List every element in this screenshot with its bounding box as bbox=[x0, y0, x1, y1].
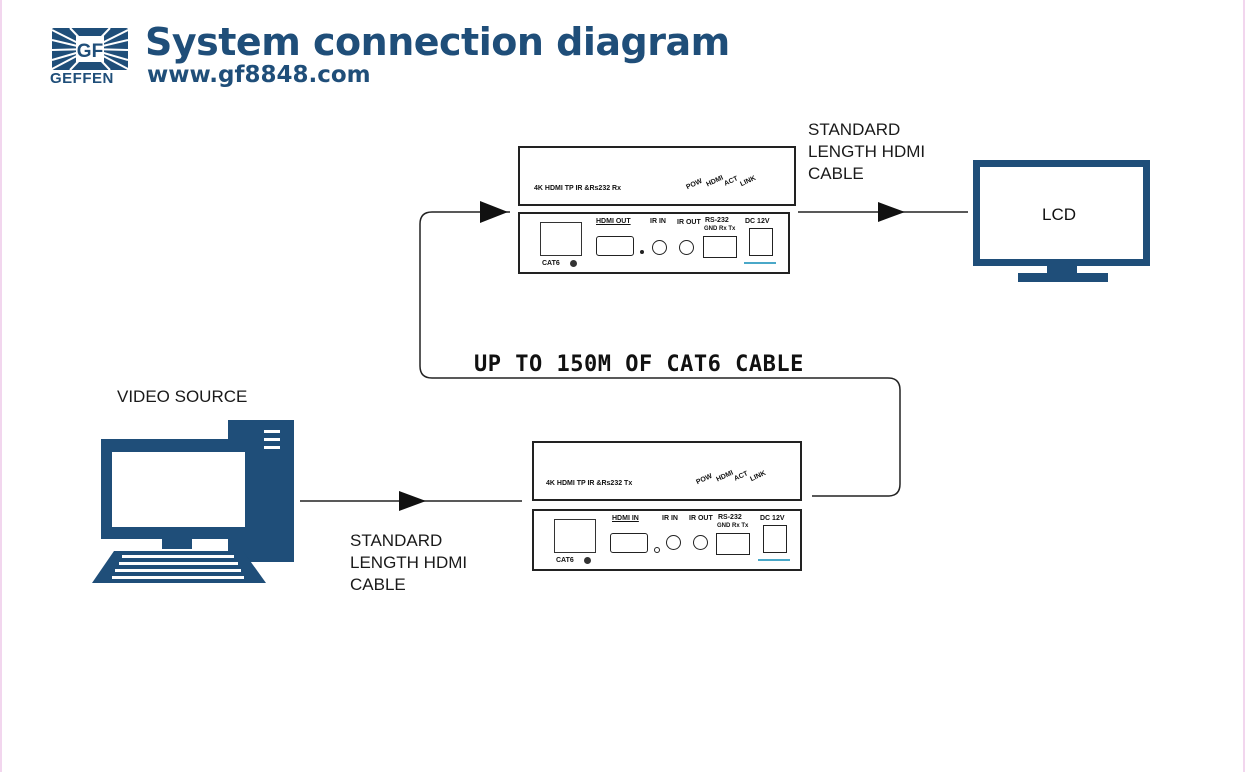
transmitter-hdmi-label: HDMI IN bbox=[612, 515, 639, 522]
receiver-hdmi-label: HDMI OUT bbox=[596, 218, 631, 225]
receiver-dc-label: DC 12V bbox=[745, 218, 770, 225]
receiver-ir-in-label: IR IN bbox=[650, 218, 666, 225]
transmitter-cat6-led bbox=[584, 557, 591, 564]
transmitter-dc-polarity-icon bbox=[758, 559, 790, 561]
receiver-led-hdmi: HDMI bbox=[705, 174, 725, 189]
receiver-ir-sensor bbox=[640, 250, 644, 254]
receiver-rs232-label: RS-232 bbox=[705, 217, 729, 224]
transmitter-front-panel: CAT6 HDMI IN IR IN IR OUT RS-232 GND Rx … bbox=[532, 509, 802, 571]
transmitter-rs232-port bbox=[716, 533, 750, 555]
receiver-cat6-led bbox=[570, 260, 577, 267]
transmitter-led-act: ACT bbox=[733, 470, 750, 483]
receiver-cat6-label: CAT6 bbox=[542, 260, 560, 267]
receiver-hdmi-port bbox=[596, 236, 634, 256]
video-source-label: VIDEO SOURCE bbox=[117, 387, 248, 406]
transmitter-cat6-label: CAT6 bbox=[556, 557, 574, 564]
receiver-dc-port bbox=[749, 228, 773, 256]
transmitter-cat6-port bbox=[554, 519, 596, 553]
receiver-dc-polarity-icon bbox=[744, 262, 776, 264]
transmitter-ir-sensor bbox=[654, 547, 660, 553]
receiver-model: 4K HDMI TP IR &Rs232 Rx bbox=[534, 185, 622, 192]
transmitter-model: 4K HDMI TP IR &Rs232 Tx bbox=[546, 480, 633, 487]
transmitter-ir-out-label: IR OUT bbox=[689, 515, 713, 522]
lcd-label: LCD bbox=[1042, 205, 1077, 224]
website-url: www.gf8848.com bbox=[147, 62, 371, 88]
hdmi-cable-label-top: STANDARD LENGTH HDMI CABLE bbox=[808, 120, 926, 183]
receiver-cat6-port bbox=[540, 222, 582, 256]
receiver-led-act: ACT bbox=[723, 175, 740, 188]
receiver-led-pow: POW bbox=[685, 177, 704, 192]
transmitter-led-hdmi: HDMI bbox=[715, 469, 735, 484]
transmitter-ir-in-jack bbox=[666, 535, 681, 550]
transmitter-led-link: LINK bbox=[749, 469, 768, 484]
arrow-to-lcd-icon bbox=[878, 202, 905, 222]
right-edge-divider bbox=[1243, 0, 1245, 772]
logo-text: GEFFEN bbox=[50, 70, 114, 87]
hdmi-cable-label-bottom: STANDARD LENGTH HDMI CABLE bbox=[350, 531, 468, 594]
receiver-top-panel: 4K HDMI TP IR &Rs232 Rx POW HDMI ACT LIN… bbox=[518, 146, 796, 206]
transmitter-dc-label: DC 12V bbox=[760, 515, 785, 522]
transmitter-ir-in-label: IR IN bbox=[662, 515, 678, 522]
arrow-to-receiver-icon bbox=[480, 201, 508, 223]
receiver-front-panel: CAT6 HDMI OUT IR IN IR OUT RS-232 GND Rx… bbox=[518, 212, 790, 274]
transmitter-led-pow: POW bbox=[695, 472, 714, 487]
left-edge-divider bbox=[0, 0, 2, 772]
cat6-cable-label: UP TO 150M OF CAT6 CABLE bbox=[474, 352, 804, 377]
geffen-logo-icon: GF bbox=[51, 27, 129, 71]
transmitter-hdmi-port bbox=[610, 533, 648, 553]
cat6-cable-line bbox=[419, 211, 901, 497]
receiver-ir-out-jack bbox=[679, 240, 694, 255]
transmitter-rs232-pins: GND Rx Tx bbox=[717, 523, 749, 529]
logo-mark: GF bbox=[77, 41, 103, 62]
transmitter-top-panel: 4K HDMI TP IR &Rs232 Tx POW HDMI ACT LIN… bbox=[532, 441, 802, 501]
arrow-from-source-icon bbox=[399, 491, 426, 511]
transmitter-ir-out-jack bbox=[693, 535, 708, 550]
transmitter-rs232-label: RS-232 bbox=[718, 514, 742, 521]
receiver-rs232-pins: GND Rx Tx bbox=[704, 226, 736, 232]
transmitter-dc-port bbox=[763, 525, 787, 553]
receiver-led-link: LINK bbox=[739, 174, 758, 189]
receiver-ir-out-label: IR OUT bbox=[677, 219, 701, 226]
receiver-rs232-port bbox=[703, 236, 737, 258]
page-title: System connection diagram bbox=[145, 20, 730, 64]
receiver-ir-in-jack bbox=[652, 240, 667, 255]
